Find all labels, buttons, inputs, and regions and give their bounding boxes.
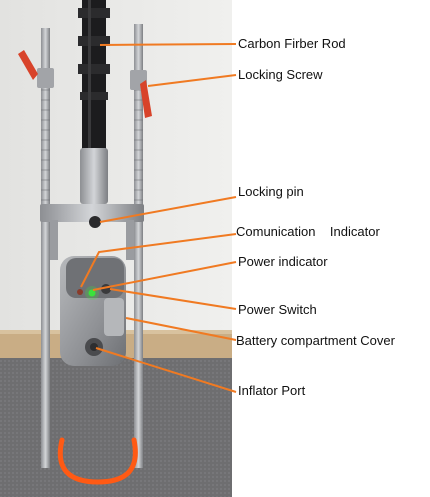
label-power-switch: Power Switch bbox=[238, 302, 317, 317]
power-switch-knob bbox=[101, 284, 111, 294]
power-indicator-light bbox=[88, 289, 96, 297]
orange-rope-loop bbox=[57, 437, 138, 485]
carbon-fiber-rod bbox=[82, 0, 106, 150]
label-locking-pin: Locking pin bbox=[238, 184, 304, 199]
right-locking-lever bbox=[140, 80, 152, 118]
carpet-floor bbox=[0, 358, 232, 497]
label-inflator-port: Inflator Port bbox=[238, 383, 306, 398]
label-locking-screw: Locking Screw bbox=[238, 67, 323, 82]
label-power-indicator: Power indicator bbox=[238, 254, 328, 269]
left-locking-collar bbox=[37, 68, 54, 88]
left-threaded-rod bbox=[41, 28, 50, 468]
communication-indicator-light bbox=[77, 289, 83, 295]
locking-pin bbox=[89, 216, 101, 228]
label-communication-indicator: Comunication Indicator bbox=[236, 224, 380, 239]
rod-adapter bbox=[80, 148, 108, 204]
battery-cover-panel bbox=[104, 298, 124, 336]
label-battery-cover: Battery compartment Cover bbox=[236, 333, 395, 348]
device-photo bbox=[0, 0, 232, 497]
left-locking-lever bbox=[18, 50, 38, 80]
label-carbon-fiber-rod: Carbon Firber Rod bbox=[238, 36, 346, 51]
